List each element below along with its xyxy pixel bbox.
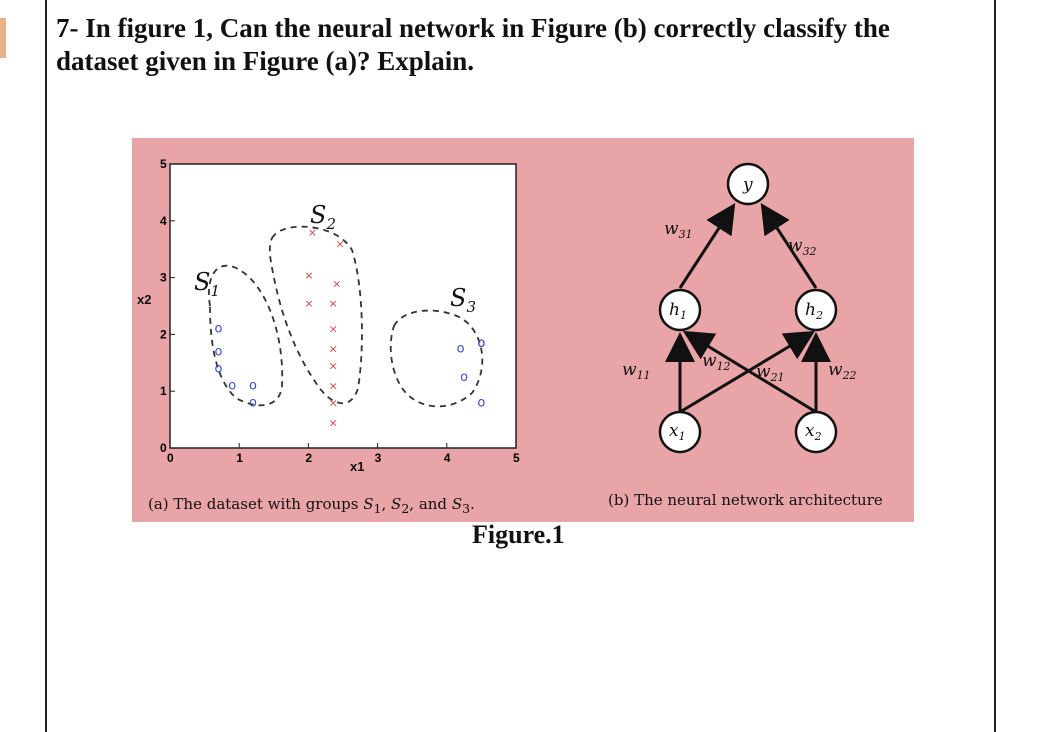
cross-point: × — [336, 238, 345, 251]
cross-point: × — [329, 343, 338, 356]
y-tick-label: 4 — [160, 214, 167, 228]
y-tick-label: 0 — [160, 441, 167, 455]
question-text: 7- In figure 1, Can the neural network i… — [56, 13, 890, 76]
cross-point: × — [304, 269, 313, 282]
x-tick-label: 3 — [375, 451, 382, 465]
node-h2 — [794, 288, 838, 332]
circle-point: o — [214, 361, 222, 376]
edge-h2-y — [760, 202, 818, 289]
cross-point: × — [329, 416, 338, 429]
weight-label-w11: w11 — [622, 360, 651, 382]
x-tick-label: 2 — [305, 451, 312, 465]
y-tick-labels: 0 1 2 3 4 5 — [160, 157, 175, 455]
cross-point: × — [304, 297, 313, 310]
x-tick-label: 0 — [167, 451, 174, 465]
weight-label-w31: w31 — [664, 219, 693, 241]
circle-point: o — [249, 396, 257, 411]
weight-label-w12: w12 — [702, 351, 731, 373]
circle-point: o — [477, 336, 485, 351]
node-x2 — [794, 410, 838, 454]
group-s2-boundary — [268, 225, 363, 405]
circle-point: o — [228, 379, 236, 394]
edge-h1-y — [678, 202, 736, 289]
cross-point: × — [329, 323, 338, 336]
subcaption-a: (a) The dataset with groups S1, S2, and … — [148, 495, 475, 516]
y-axis-label: x2 — [137, 292, 151, 307]
group-label-s1: S1 — [194, 268, 220, 300]
circle-point: o — [477, 396, 485, 411]
x-axis-label: x1 — [350, 459, 364, 474]
y-tick-label: 3 — [160, 271, 167, 285]
circle-point: o — [214, 344, 222, 359]
figure-caption: Figure.1 — [472, 520, 565, 549]
y-tick-label: 1 — [160, 384, 167, 398]
circle-point: o — [477, 336, 485, 351]
circle-point: o — [249, 379, 257, 394]
node-label-x2: x2 — [805, 421, 822, 443]
edge-x2-h1 — [682, 330, 817, 414]
node-label-x1: x1 — [669, 421, 686, 443]
cross-point: × — [329, 397, 338, 410]
x-tick-labels: 0 1 2 3 4 5 — [167, 443, 520, 465]
edge-marker — [0, 18, 6, 58]
cross-point: × — [332, 277, 341, 290]
weight-label-w21: w21 — [756, 362, 785, 384]
weight-label-w22: w22 — [828, 360, 857, 382]
node-h1 — [658, 288, 702, 332]
circle-point: o — [214, 322, 222, 337]
x-tick-label: 5 — [513, 451, 520, 465]
node-label-h2: h2 — [805, 300, 823, 322]
subcaption-b: (b) The neural network architecture — [608, 491, 883, 509]
neural-network-diagram: y h1 h2 x1 x2 w31 w32 w11 w12 w21 w22 — [622, 162, 857, 454]
cross-point: × — [329, 360, 338, 373]
node-label-h1: h1 — [669, 300, 687, 322]
cross-point: × — [308, 226, 317, 239]
group-s3-boundary — [389, 309, 484, 408]
frame-right-border — [994, 0, 996, 732]
plot-area — [169, 163, 517, 449]
cross-point: × — [329, 297, 338, 310]
y-tick-label: 2 — [160, 327, 167, 341]
edge-x1-h2 — [679, 330, 816, 414]
y-tick-label: 5 — [160, 157, 167, 171]
circle-point: o — [460, 370, 468, 385]
group-label-s3: S3 — [450, 284, 476, 316]
node-label-y: y — [742, 175, 753, 195]
group-s1-boundary — [208, 264, 284, 407]
node-x1 — [658, 410, 702, 454]
group-label-s2: S2 — [310, 201, 336, 233]
cross-point: × — [329, 380, 338, 393]
frame-left-border — [45, 0, 47, 732]
node-y — [726, 162, 770, 206]
x-tick-label: 4 — [444, 451, 451, 465]
weight-label-w32: w32 — [788, 236, 817, 258]
circle-point: o — [457, 342, 465, 357]
x-tick-label: 1 — [236, 451, 243, 465]
